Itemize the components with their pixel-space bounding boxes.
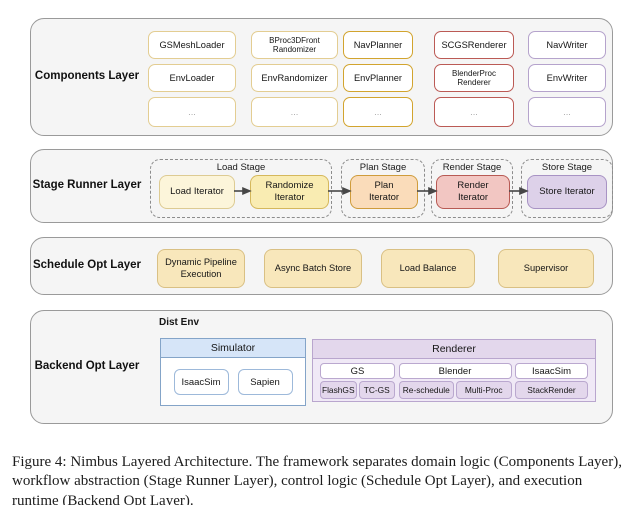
renderer-sub-flashgs: FlashGS [320, 381, 357, 399]
iterator-box-store: Store Iterator [527, 175, 607, 209]
component-box: EnvPlanner [343, 64, 413, 92]
renderer-header: Renderer [313, 340, 595, 359]
simulator-panel: Simulator IsaacSim Sapien [160, 338, 306, 406]
component-column-writer: NavWriter EnvWriter ... [528, 31, 606, 127]
component-box-ellipsis: ... [434, 97, 514, 127]
layer-components: Components Layer GSMeshLoader EnvLoader … [30, 18, 613, 136]
renderer-body: GS FlashGS TC-GS Blender Re-schedule Mul… [313, 359, 595, 399]
renderer-sub-multiproc: Multi-Proc [456, 381, 512, 399]
stage-group-plan: Plan Stage Plan Iterator [341, 159, 425, 218]
renderer-subs: Re-schedule Multi-Proc [398, 381, 512, 399]
renderer-subs: StackRender [515, 381, 588, 399]
component-box: EnvLoader [148, 64, 236, 92]
schedule-box-dynamic-pipeline: Dynamic Pipeline Execution [157, 249, 245, 288]
simulator-header: Simulator [161, 339, 305, 358]
renderer-stack-gs: GS FlashGS TC-GS [320, 363, 395, 399]
component-column-loader: GSMeshLoader EnvLoader ... [148, 31, 236, 127]
stage-title: Render Stage [442, 162, 502, 173]
renderer-box-gs: GS [320, 363, 395, 379]
schedule-box-async-batch: Async Batch Store [264, 249, 362, 288]
component-box: EnvWriter [528, 64, 606, 92]
simulator-body: IsaacSim Sapien [161, 358, 305, 406]
component-column-renderer: SCGSRenderer BlenderProc Renderer ... [434, 31, 514, 127]
schedule-box-supervisor: Supervisor [498, 249, 594, 288]
component-box-ellipsis: ... [528, 97, 606, 127]
iterator-box-plan: Plan Iterator [350, 175, 418, 209]
stage-group-render: Render Stage Render Iterator [431, 159, 513, 218]
renderer-subs: FlashGS TC-GS [320, 381, 395, 399]
renderer-stack-blender: Blender Re-schedule Multi-Proc [398, 363, 512, 399]
figure-caption: Figure 4: Nimbus Layered Architecture. T… [12, 454, 622, 505]
layer-label-stage-runner: Stage Runner Layer [32, 179, 142, 192]
iterator-box-load: Load Iterator [159, 175, 235, 209]
renderer-panel: Renderer GS FlashGS TC-GS Blender Re-sch… [312, 339, 596, 402]
stage-group-store: Store Stage Store Iterator [521, 159, 613, 218]
renderer-sub-stackrender: StackRender [515, 381, 588, 399]
component-box: BProc3DFront Randomizer [251, 31, 338, 59]
layer-stage-runner: Stage Runner Layer Load Stage Load Itera… [30, 149, 613, 223]
layer-backend-opt: Backend Opt Layer Dist Env Simulator Isa… [30, 310, 613, 424]
stage-group-load: Load Stage Load Iterator Randomize Itera… [150, 159, 332, 218]
renderer-stack-isaacsim: IsaacSim StackRender [515, 363, 588, 399]
component-box: SCGSRenderer [434, 31, 514, 59]
layer-label-backend-opt: Backend Opt Layer [34, 360, 140, 373]
component-column-planner: NavPlanner EnvPlanner ... [343, 31, 413, 127]
layer-label-components: Components Layer [34, 70, 140, 83]
component-box: NavPlanner [343, 31, 413, 59]
iterator-box-randomize: Randomize Iterator [250, 175, 329, 209]
stage-title: Store Stage [541, 162, 593, 173]
simulator-box-isaacsim: IsaacSim [173, 369, 229, 395]
component-box: BlenderProc Renderer [434, 64, 514, 92]
iterator-box-render: Render Iterator [436, 175, 510, 209]
simulator-box-sapien: Sapien [237, 369, 293, 395]
component-box-ellipsis: ... [343, 97, 413, 127]
component-box: NavWriter [528, 31, 606, 59]
component-box-ellipsis: ... [251, 97, 338, 127]
renderer-sub-reschedule: Re-schedule [398, 381, 454, 399]
dist-env-label: Dist Env [159, 317, 200, 328]
renderer-box-blender: Blender [398, 363, 512, 379]
renderer-sub-tcgs: TC-GS [358, 381, 395, 399]
renderer-box-isaacsim: IsaacSim [515, 363, 588, 379]
component-column-randomizer: BProc3DFront Randomizer EnvRandomizer ..… [251, 31, 338, 127]
layer-label-schedule-opt: Schedule Opt Layer [32, 259, 141, 272]
stage-title: Plan Stage [359, 162, 407, 173]
component-box-ellipsis: ... [148, 97, 236, 127]
component-box: EnvRandomizer [251, 64, 338, 92]
schedule-box-load-balance: Load Balance [381, 249, 475, 288]
layer-schedule-opt: Schedule Opt Layer Dynamic Pipeline Exec… [30, 237, 613, 295]
component-box: GSMeshLoader [148, 31, 236, 59]
stage-title: Load Stage [216, 162, 266, 173]
